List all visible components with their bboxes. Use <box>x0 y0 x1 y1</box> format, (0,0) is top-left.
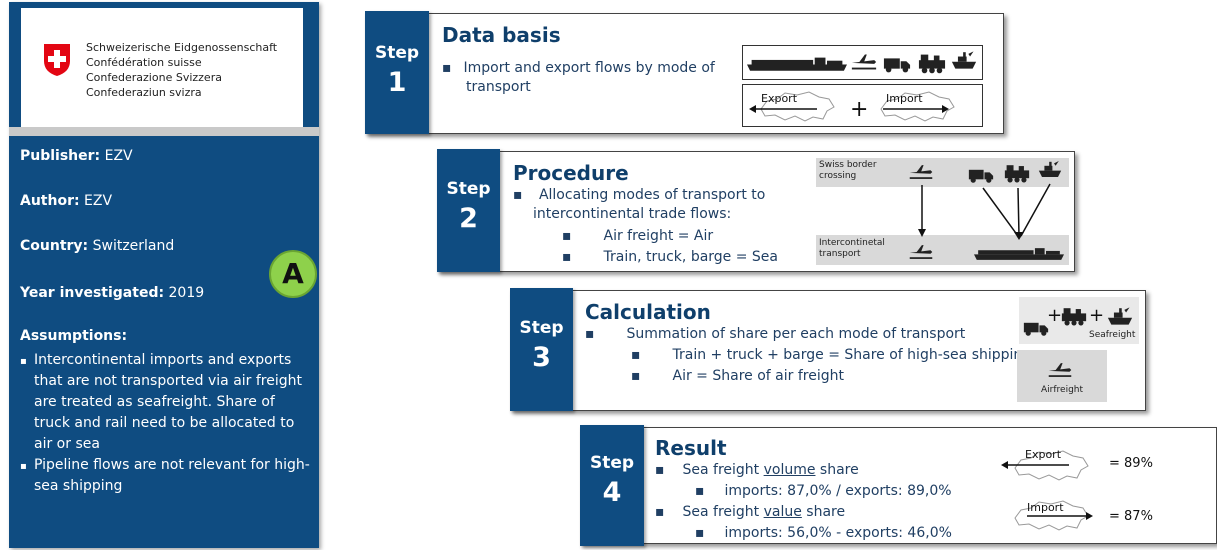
year-label: Year investigated: <box>20 285 165 301</box>
import-label: Import <box>1027 501 1064 514</box>
step-2-bullet: Allocating modes of transport to interco… <box>513 186 773 224</box>
step-1-tab: Step 1 <box>365 11 429 134</box>
administration-name: Schweizerische Eidgenossenschaft Confédé… <box>86 40 277 100</box>
publisher-line: Publisher: EZV <box>20 148 133 164</box>
truck-icon <box>883 54 911 74</box>
step-2-tab: Step 2 <box>437 149 500 272</box>
step-word: Step <box>446 179 491 199</box>
country-line: Country: Switzerland <box>20 238 174 254</box>
assumptions-title: Assumptions: <box>20 328 128 344</box>
step-4-bullet: Sea freight volume share <box>655 461 859 480</box>
barge-icon <box>1107 305 1133 327</box>
airfreight-panel: Airfreight <box>1017 350 1107 402</box>
train-icon <box>1061 305 1087 327</box>
step-number: 4 <box>602 477 622 508</box>
intercontinental-label: Intercontinetal transport <box>819 238 885 259</box>
federal-logo-card: Schweizerische Eidgenossenschaft Confédé… <box>21 8 303 128</box>
export-arrow-icon <box>749 105 817 113</box>
year-line: Year investigated: 2019 <box>20 285 204 301</box>
step-3-box: Calculation Summation of share per each … <box>510 290 1146 411</box>
admin-line-rm: Confederaziun svizra <box>86 86 202 99</box>
export-label: Export <box>1025 448 1062 461</box>
step-3-tab: Step 3 <box>510 288 573 411</box>
seafreight-panel: + + Seafreight <box>1019 297 1139 344</box>
ship-icon <box>747 55 847 71</box>
step-4-bullet: Sea freight value share <box>655 503 845 522</box>
import-share-value: = 87% <box>1109 509 1153 524</box>
swiss-shield-icon <box>44 44 70 76</box>
step-4-tab: Step 4 <box>580 425 644 546</box>
author-label: Author: <box>20 193 80 209</box>
step-4-sub-bullet: imports: 56,0% - exports: 46,0% <box>695 524 952 543</box>
step-2-box: Procedure Allocating modes of transport … <box>437 151 1075 272</box>
step-1-bullet: Import and export flows by mode of trans… <box>442 59 736 97</box>
plus-sign: + <box>850 97 869 122</box>
step-word: Step <box>374 43 420 63</box>
step-2-sub-bullet: Air freight = Air <box>562 227 713 246</box>
step-word: Step <box>519 318 564 338</box>
transport-modes-strip <box>742 45 983 80</box>
seafreight-label: Seafreight <box>1089 330 1136 340</box>
step-4-title: Result <box>655 436 727 460</box>
step-word: Step <box>589 453 635 473</box>
year-value: 2019 <box>168 285 205 301</box>
step-number: 1 <box>387 67 407 98</box>
plane-icon <box>1047 360 1073 380</box>
import-label: Import <box>886 92 923 105</box>
publisher-value: EZV <box>104 148 133 164</box>
category-badge: A <box>269 250 317 298</box>
author-value: EZV <box>84 193 113 209</box>
step-4-box: Result Sea freight volume share imports:… <box>580 427 1217 544</box>
step-1-box: Data basis Import and export flows by mo… <box>365 13 1004 134</box>
step-number: 2 <box>459 203 478 234</box>
swiss-border-label: Swiss border crossing <box>819 160 877 181</box>
plane-icon <box>850 52 878 72</box>
export-label: Export <box>761 92 798 105</box>
step-3-bullet: Summation of share per each mode of tran… <box>585 325 965 344</box>
country-value: Switzerland <box>92 238 175 254</box>
export-arrow-icon <box>1001 461 1069 469</box>
assumptions-list: ▪Intercontinental imports and exports th… <box>20 350 310 497</box>
step-2-title: Procedure <box>513 161 629 185</box>
train-icon <box>918 52 946 74</box>
export-share-value: = 89% <box>1109 456 1153 471</box>
intercontinental-band <box>816 235 1069 265</box>
country-label: Country: <box>20 238 89 254</box>
logo-divider <box>9 127 319 136</box>
barge-icon <box>951 49 977 71</box>
assumption-item: ▪Pipeline flows are not relevant for hig… <box>20 457 310 494</box>
publication-info-panel: Schweizerische Eidgenossenschaft Confédé… <box>9 2 319 548</box>
step-3-title: Calculation <box>585 300 711 324</box>
step-1-title: Data basis <box>442 23 561 47</box>
step-number: 3 <box>532 342 551 373</box>
author-line: Author: EZV <box>20 193 112 209</box>
step-3-sub-bullet: Train + truck + barge = Share of high-se… <box>631 346 1031 365</box>
publisher-label: Publisher: <box>20 148 101 164</box>
import-arrow-icon <box>883 105 949 113</box>
admin-line-fr: Confédération suisse <box>86 56 202 69</box>
admin-line-it: Confederazione Svizzera <box>86 71 222 84</box>
allocation-arrows <box>918 183 1051 240</box>
step-4-sub-bullet: imports: 87,0% / exports: 89,0% <box>695 482 952 501</box>
trade-flow-strip: Export + Import <box>742 84 983 127</box>
truck-icon <box>1023 319 1049 337</box>
airfreight-label: Airfreight <box>1041 385 1084 395</box>
admin-line-de: Schweizerische Eidgenossenschaft <box>86 41 278 54</box>
step-2-sub-bullet: Train, truck, barge = Sea <box>562 248 778 267</box>
step-3-sub-bullet: Air = Share of air freight <box>631 367 844 386</box>
plus-sign: + <box>1089 305 1105 326</box>
import-arrow-icon <box>1027 512 1093 520</box>
plus-sign: + <box>1047 305 1063 326</box>
assumption-item: ▪Intercontinental imports and exports th… <box>20 352 302 452</box>
